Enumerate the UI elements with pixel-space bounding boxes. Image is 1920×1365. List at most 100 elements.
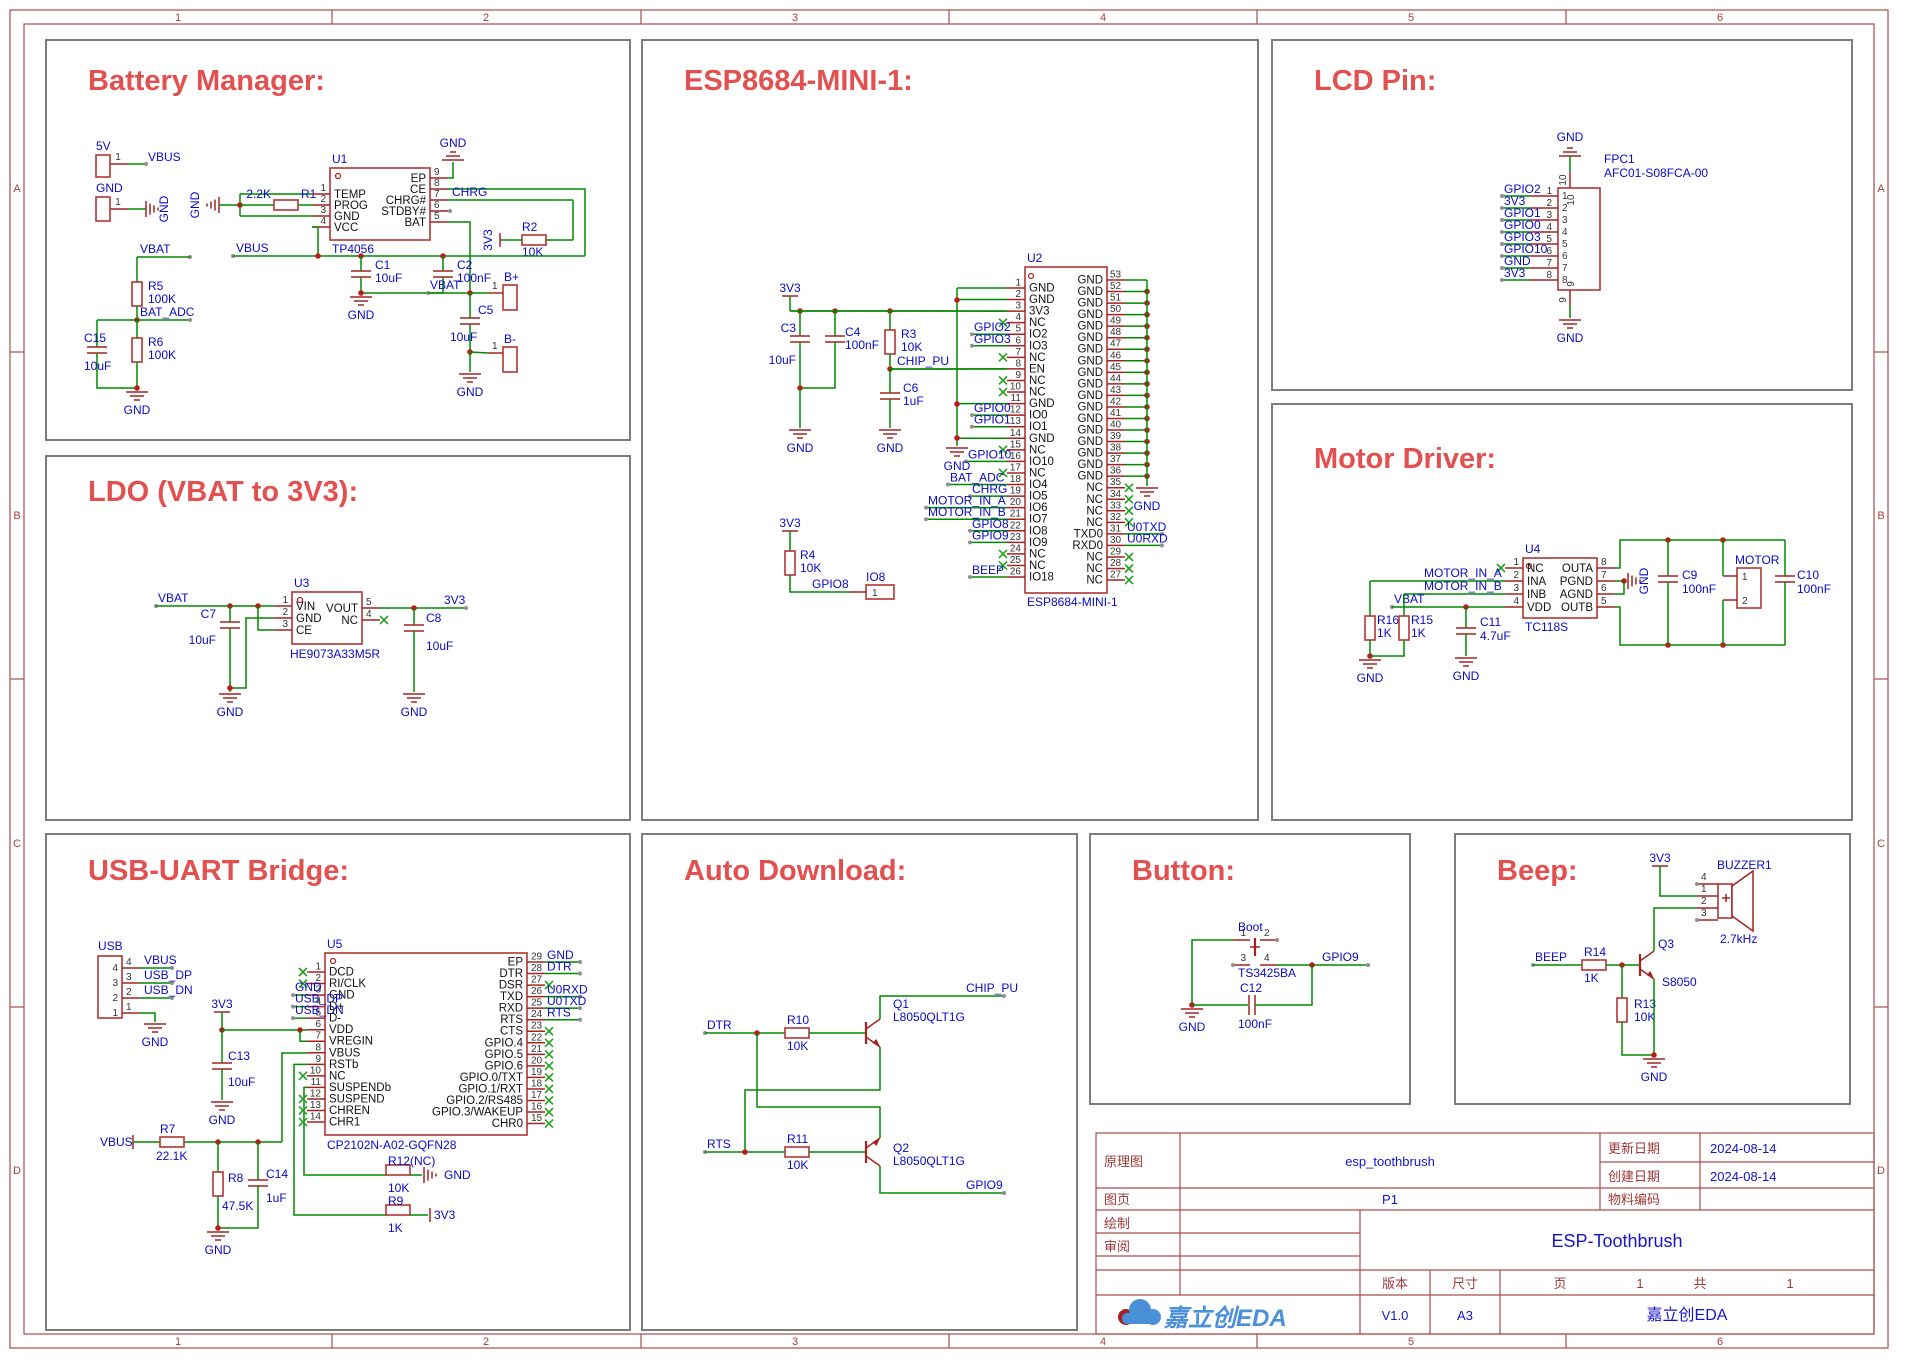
net-label: C5 — [478, 303, 494, 317]
net-label: GND — [1557, 130, 1584, 144]
pin-name: NC — [1086, 482, 1103, 494]
net-label: 3V3 — [434, 1208, 456, 1222]
net-label: GND — [440, 136, 467, 150]
label: 5 — [1408, 12, 1414, 24]
pin-number: 33 — [1110, 500, 1122, 511]
pin-name: VBUS — [329, 1047, 361, 1059]
net-label: B+ — [504, 270, 519, 284]
net-label: 3V3 — [444, 593, 466, 607]
pin — [866, 1156, 880, 1166]
pin-name: GND — [1077, 275, 1103, 287]
net-label: C3 — [781, 321, 797, 335]
net-label: GND — [1357, 671, 1384, 685]
net-label: C4 — [845, 325, 861, 339]
net-label: R13 — [1634, 997, 1656, 1011]
pin-number: 25 — [1010, 555, 1022, 566]
pin-number: 29 — [531, 952, 543, 963]
net-label: 100nF — [457, 271, 491, 285]
pin-number: 3 — [126, 972, 132, 983]
pin-name: IO10 — [1029, 456, 1054, 468]
net-label: S8050 — [1662, 975, 1697, 989]
net-label: R5 — [148, 279, 164, 293]
net-label: U0RXD — [1127, 531, 1168, 545]
pin-number: 5 — [1562, 239, 1568, 250]
net-label: R14 — [1584, 945, 1606, 959]
net-label: 10uF — [426, 639, 453, 653]
pin-name: IO4 — [1029, 479, 1048, 491]
pin-name: TXD — [500, 991, 523, 1003]
net-label: 10K — [901, 340, 922, 354]
net-label: C14 — [266, 1167, 288, 1181]
pin-number: 2 — [320, 194, 326, 205]
label: ESP-Toothbrush — [1551, 1231, 1682, 1251]
label: 2024-08-14 — [1710, 1169, 1777, 1184]
label: 图页 — [1104, 1192, 1130, 1207]
pin-number: 2 — [1015, 289, 1021, 300]
net-label: 22.1K — [156, 1149, 187, 1163]
label: B — [13, 510, 20, 522]
pin-number: 23 — [1010, 532, 1022, 543]
pin-number: 9 — [434, 167, 440, 178]
net-label: GND — [1557, 331, 1584, 345]
pin-name: NC — [1029, 317, 1046, 329]
resistor-body — [522, 235, 546, 245]
pin-number: 24 — [1010, 543, 1022, 554]
net-label: GPIO10 — [968, 447, 1012, 461]
section-heading: Motor Driver: — [1314, 443, 1496, 475]
pin-name: NC — [1029, 375, 1046, 387]
net-label: 100nF — [845, 338, 879, 352]
pin-name: GND — [1029, 294, 1055, 306]
net-label: 1K — [1411, 626, 1426, 640]
net-label: 10K — [787, 1039, 808, 1053]
pin-name: CE — [296, 625, 312, 637]
net-label: GND — [124, 403, 151, 417]
net-label: R4 — [800, 548, 816, 562]
net-label: GND — [457, 385, 484, 399]
pin-number: 4 — [1546, 222, 1552, 233]
pin-number: 6 — [1015, 335, 1021, 346]
label: 原理图 — [1104, 1154, 1143, 1169]
net-label: Q3 — [1658, 937, 1674, 951]
net-label: GND — [1641, 1070, 1668, 1084]
net-label: 1uF — [266, 1191, 287, 1205]
pin-number: 21 — [531, 1044, 543, 1055]
pin-name: VDD — [1527, 602, 1551, 614]
net-label: B- — [504, 332, 516, 346]
net-label: GPIO9 — [972, 528, 1009, 542]
net-label: 10uF — [769, 353, 796, 367]
pin-name: AGND — [1560, 589, 1593, 601]
pin-number: 7 — [1015, 347, 1021, 358]
label: 更新日期 — [1608, 1141, 1660, 1156]
resistor-body — [274, 200, 298, 210]
pin-number: 24 — [531, 1009, 543, 1020]
net-label: BEEP — [972, 563, 1004, 577]
label: 版本 — [1382, 1276, 1408, 1291]
pin-number: 1 — [282, 595, 288, 606]
resistor-body — [160, 1137, 184, 1147]
net-label: CHRG — [452, 185, 487, 199]
label: 1 — [1636, 1276, 1643, 1291]
pin-number: 3 — [1240, 953, 1246, 964]
net-label: R6 — [148, 335, 164, 349]
net-label: Q2 — [893, 1141, 909, 1155]
pin-number: 6 — [1601, 583, 1607, 594]
pin-name: GND — [1077, 286, 1103, 298]
net-label: C13 — [228, 1049, 250, 1063]
net-label: CHIP_PU — [897, 354, 949, 368]
pin-number: 14 — [310, 1112, 322, 1123]
net-label: 3V3 — [1649, 851, 1671, 865]
pin-name: GND — [1077, 436, 1103, 448]
pin-number: 1 — [492, 341, 498, 352]
pin-number: 19 — [1010, 486, 1022, 497]
wire-end-dot — [1231, 963, 1235, 967]
net-label: GND — [1637, 567, 1651, 594]
pin-number: 27 — [531, 975, 543, 986]
net-label: C1 — [375, 258, 391, 272]
net-label: 2.7kHz — [1720, 932, 1757, 946]
pin-name: IO7 — [1029, 514, 1048, 526]
resistor-body — [1399, 616, 1409, 640]
pin-number: 5 — [1601, 596, 1607, 607]
wire-end-dot — [1695, 918, 1699, 922]
pin-number: 1 — [320, 183, 326, 194]
